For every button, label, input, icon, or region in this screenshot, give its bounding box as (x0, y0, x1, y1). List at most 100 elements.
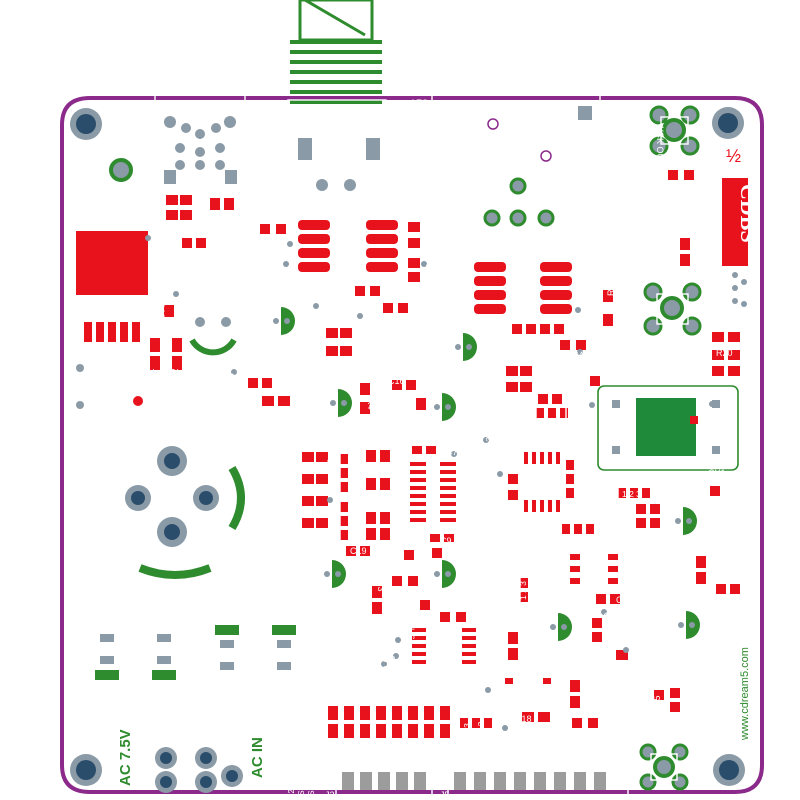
svg-text:R15: R15 (358, 685, 368, 702)
svg-text:C29: C29 (682, 648, 699, 658)
electrolytic-caps (188, 303, 701, 642)
gnd-testpoint (109, 158, 133, 182)
j5-header (447, 763, 629, 799)
j2-header (335, 763, 433, 799)
i2s-input-table: I2S INPUT S5 S4 16bit I2S 1-2 1-2 24bit … (303, 620, 396, 674)
svg-text:MCK OUT SEC: MCK OUT SEC (474, 403, 484, 462)
svg-text:C24: C24 (574, 708, 591, 718)
opt-pin-labels: G + - (178, 168, 197, 178)
cy1-oscillator (597, 385, 739, 471)
svg-text:C30: C30 (686, 690, 696, 707)
c6-label: C6 (238, 558, 250, 568)
svg-text:S6 1-2 CY/512: S6 1-2 CY/512 (614, 158, 624, 214)
u5-ic (505, 671, 551, 705)
svg-text:C10: C10 (156, 302, 166, 319)
svg-text:S2 2-3 S3_2: S2 2-3 S3_2 (454, 558, 502, 568)
svg-text:C50: C50 (492, 479, 502, 496)
svg-text:S2: S2 (492, 579, 502, 590)
t2-pin-minus: - (518, 236, 521, 246)
svg-text:C46: C46 (568, 322, 585, 332)
svg-text:S5: S5 (356, 620, 367, 630)
svg-text:I2S MCK SEC_A: I2S MCK SEC_A (454, 538, 519, 548)
c2-label: C2 (132, 690, 142, 702)
svg-text:C44: C44 (238, 211, 248, 228)
cdbs-logo: CDBS ½ (722, 146, 761, 266)
smd-pads (150, 170, 740, 738)
svg-text:S1 1-2 I2S_I: S1 1-2 I2S_I (296, 749, 306, 796)
svg-text:PCM: PCM (562, 743, 572, 762)
diode-d4 (92, 624, 122, 680)
svg-text:C47: C47 (228, 372, 245, 382)
diode-d3 (269, 624, 299, 676)
svg-text:S7: S7 (566, 441, 576, 452)
power-led-label: +5V (146, 396, 162, 406)
svg-text:C20: C20 (342, 685, 352, 702)
svg-text:U10: U10 (486, 334, 503, 344)
svg-text:U2: U2 (398, 614, 410, 624)
svg-text:R26: R26 (358, 334, 375, 344)
svg-text:R27: R27 (424, 264, 434, 281)
logo-mark: ½ (726, 146, 741, 166)
mckbuf-sec-block: MCKBUF SEC S3 1-2 S7_2 S3 2-3 CY (625, 536, 655, 592)
svg-text:R32: R32 (196, 211, 206, 228)
svg-text:2-3: 2-3 (356, 654, 369, 664)
svg-text:R29: R29 (422, 218, 432, 235)
svg-text:C19: C19 (350, 546, 367, 556)
svg-text:C32: C32 (606, 518, 623, 528)
svg-text:U9: U9 (204, 266, 216, 276)
svg-text:C26: C26 (714, 500, 731, 510)
j6-plus: + (334, 164, 339, 174)
i2s-output-block: I2S OUTPUT GND (612, 710, 632, 760)
svg-text:S1 2-3 S2_2: S1 2-3 S2_2 (306, 748, 316, 796)
svg-text:R28: R28 (143, 195, 160, 205)
bottom-caps (65, 621, 265, 681)
c5-label: C5 (92, 432, 102, 444)
svg-text:C34: C34 (322, 360, 339, 370)
svg-text:U7: U7 (742, 574, 752, 586)
svg-text:GND: GND (604, 743, 614, 762)
svg-text:R14: R14 (390, 685, 400, 702)
svg-text:MCK: MCK (536, 743, 546, 762)
svg-text:R24: R24 (604, 504, 621, 514)
svg-text:2-3: 2-3 (383, 664, 396, 674)
svg-text:R21: R21 (718, 604, 735, 614)
svg-text:C22: C22 (406, 685, 416, 702)
ac-in-label: AC IN (249, 737, 266, 778)
opt1-label: OPT1 (153, 105, 163, 129)
svg-text:C39: C39 (384, 316, 401, 326)
s7-pins: 1 2 3 (578, 469, 588, 488)
wck-sec-block: WCK_SEC S6 1-2 CY/512 S6 2-3 CY/256 S6 4… (598, 158, 646, 214)
svg-text:2-3: 2-3 (383, 644, 396, 654)
t2-label: T2 (458, 295, 468, 306)
power-led (133, 396, 143, 406)
svg-text:BCK: BCK (380, 744, 390, 762)
svg-text:U12: U12 (594, 540, 604, 557)
t1-transformer (298, 211, 398, 281)
aes-pin-3: 3 (515, 198, 520, 208)
s6-pins-bottom: 1 2 3 (538, 422, 557, 432)
small-regulators (199, 249, 733, 641)
svg-text:S5: S5 (326, 459, 336, 470)
i2s-mck-sec-b-block: I2S MCK SEC_B S1 1-2 I2S_I S1 2-3 S2_2 (286, 731, 316, 796)
svg-text:R3: R3 (376, 580, 386, 592)
svg-text:R4: R4 (366, 398, 376, 410)
u1-regulator (76, 231, 148, 295)
s4-pins: 1 2 3 (354, 501, 364, 520)
svg-text:2-3: 2-3 (356, 664, 369, 674)
jumper-headers (339, 391, 653, 731)
svg-text:R34: R34 (634, 654, 651, 664)
svg-text:R11: R11 (368, 470, 384, 480)
svg-text:S6 4-5 CY/768: S6 4-5 CY/768 (636, 158, 646, 214)
vcxo-adj-label: VCXO ADJ (750, 268, 760, 310)
svg-text:R13: R13 (422, 685, 432, 702)
svg-text:C41: C41 (428, 343, 438, 360)
t2-pin-g: G (546, 236, 553, 246)
svg-text:R25: R25 (652, 695, 662, 712)
svg-text:+5V: +5V (592, 746, 602, 762)
svg-text:R9: R9 (282, 474, 294, 484)
j6-label: J6 (273, 100, 283, 110)
svg-text:R2: R2 (170, 368, 180, 380)
d2-label: D2 (157, 589, 169, 599)
mck-out-sec-block: MCK OUT SEC S7 2-3 CY/2 S7 1-2 CY/4 (474, 403, 504, 462)
svg-text:C33: C33 (178, 228, 195, 238)
